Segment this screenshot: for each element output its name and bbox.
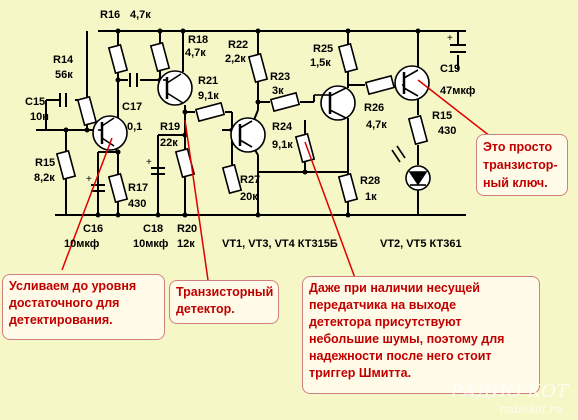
- ref-R26: R26: [364, 102, 384, 114]
- resistors: [55, 41, 429, 204]
- ref-C18: C18: [143, 223, 163, 235]
- ref-C16: C16: [83, 223, 103, 235]
- svg-text:+: +: [447, 33, 453, 44]
- val-R15: 8,2к: [34, 172, 55, 184]
- ref-R21: R21: [198, 75, 218, 87]
- ref-R15: R15: [35, 157, 55, 169]
- ref-R20: R20: [177, 223, 197, 235]
- ref-R22: R22: [228, 39, 248, 51]
- annotation-line: триггер Шмитта.: [309, 366, 412, 380]
- val-R17: 430: [128, 198, 146, 210]
- annotation-line: достаточного для: [9, 296, 120, 310]
- annotation-line: небольшие шумы, поэтому для: [309, 332, 505, 346]
- annotation-line: передатчика на выходе: [309, 298, 457, 312]
- annotation-line: Даже при наличии несущей: [309, 281, 480, 295]
- val-C17: 0,1: [127, 121, 142, 133]
- annotation-line: надежности после него стоит: [309, 349, 492, 363]
- ref-C19: C19: [440, 63, 460, 75]
- annotation-line: ный ключ.: [483, 176, 548, 190]
- transistors: [92, 65, 430, 153]
- val-R28: 1к: [365, 191, 377, 203]
- val-R18: 4,7к: [185, 47, 206, 59]
- annotation-line: Усливаем до уровня: [9, 279, 137, 293]
- ref-R17: R17: [128, 182, 148, 194]
- annotation-line: детектора присутствуют: [309, 315, 462, 329]
- annotation-line: Транзисторный: [176, 285, 274, 299]
- ref-R18: R18: [188, 34, 208, 46]
- annotation-line: детектор.: [176, 302, 235, 316]
- watermark-url: radiokot.ru: [499, 403, 562, 416]
- svg-text:+: +: [146, 157, 152, 168]
- val-R27: 20к: [240, 191, 258, 203]
- val-R19: 22к: [160, 137, 178, 149]
- ref-R27: R27: [240, 174, 260, 186]
- ref-R23: R23: [270, 71, 290, 83]
- annotation-switch: Это просто транзистор- ный ключ.: [476, 134, 568, 196]
- val-C19: 47мкф: [440, 85, 476, 97]
- val-R23: 3к: [272, 85, 284, 97]
- val-R26: 4,7к: [366, 119, 387, 131]
- val-R22: 2,2к: [225, 53, 246, 65]
- annotation-line: детектирования.: [9, 313, 113, 327]
- val-R14: 56к: [55, 69, 73, 81]
- ref-R15b: R15: [432, 110, 452, 122]
- svg-text:+: +: [86, 174, 92, 185]
- val-C15: 10н: [30, 111, 49, 123]
- annotation-detector: Транзисторный детектор.: [169, 280, 279, 324]
- polarity-marks: + + +: [86, 33, 453, 185]
- wires: [36, 30, 466, 216]
- ref-R14: R14: [53, 54, 74, 66]
- capacitors: [59, 44, 466, 192]
- ref-R24: R24: [272, 121, 293, 133]
- val-R25: 1,5к: [310, 57, 331, 69]
- ref-C17: C17: [122, 101, 142, 113]
- npn-note: VT1, VT3, VT4 КТ315Б: [222, 238, 338, 250]
- val-R15b: 430: [438, 125, 456, 137]
- annotation-noise: Даже при наличии несущей передатчика на …: [302, 276, 540, 394]
- pnp-note: VT2, VT5 КТ361: [380, 238, 462, 250]
- val-R24: 9,1к: [272, 139, 293, 151]
- ref-R25: R25: [313, 43, 333, 55]
- val-C18: 10мкф: [133, 238, 169, 250]
- annotation-pointers: [61, 79, 496, 281]
- val-R21: 9,1к: [198, 90, 219, 102]
- annotation-line: Это просто: [483, 140, 553, 154]
- ref-R16: R16: [100, 9, 120, 21]
- ref-R28: R28: [360, 175, 380, 187]
- watermark-logo: РАДИО КОТ: [450, 381, 568, 402]
- ref-C15: C15: [25, 96, 45, 108]
- annotation-amplifier: Усливаем до уровня достаточного для дете…: [2, 274, 165, 340]
- component-labels: R16 4,7к R14 56к R18 4,7к R21 9,1к R22 2…: [25, 9, 476, 250]
- ref-R19: R19: [160, 121, 180, 133]
- val-C16: 10мкф: [64, 238, 100, 250]
- val-R16: 4,7к: [130, 9, 151, 21]
- annotation-line: транзистор-: [483, 158, 558, 172]
- led: [391, 145, 431, 191]
- val-R20: 12к: [177, 238, 195, 250]
